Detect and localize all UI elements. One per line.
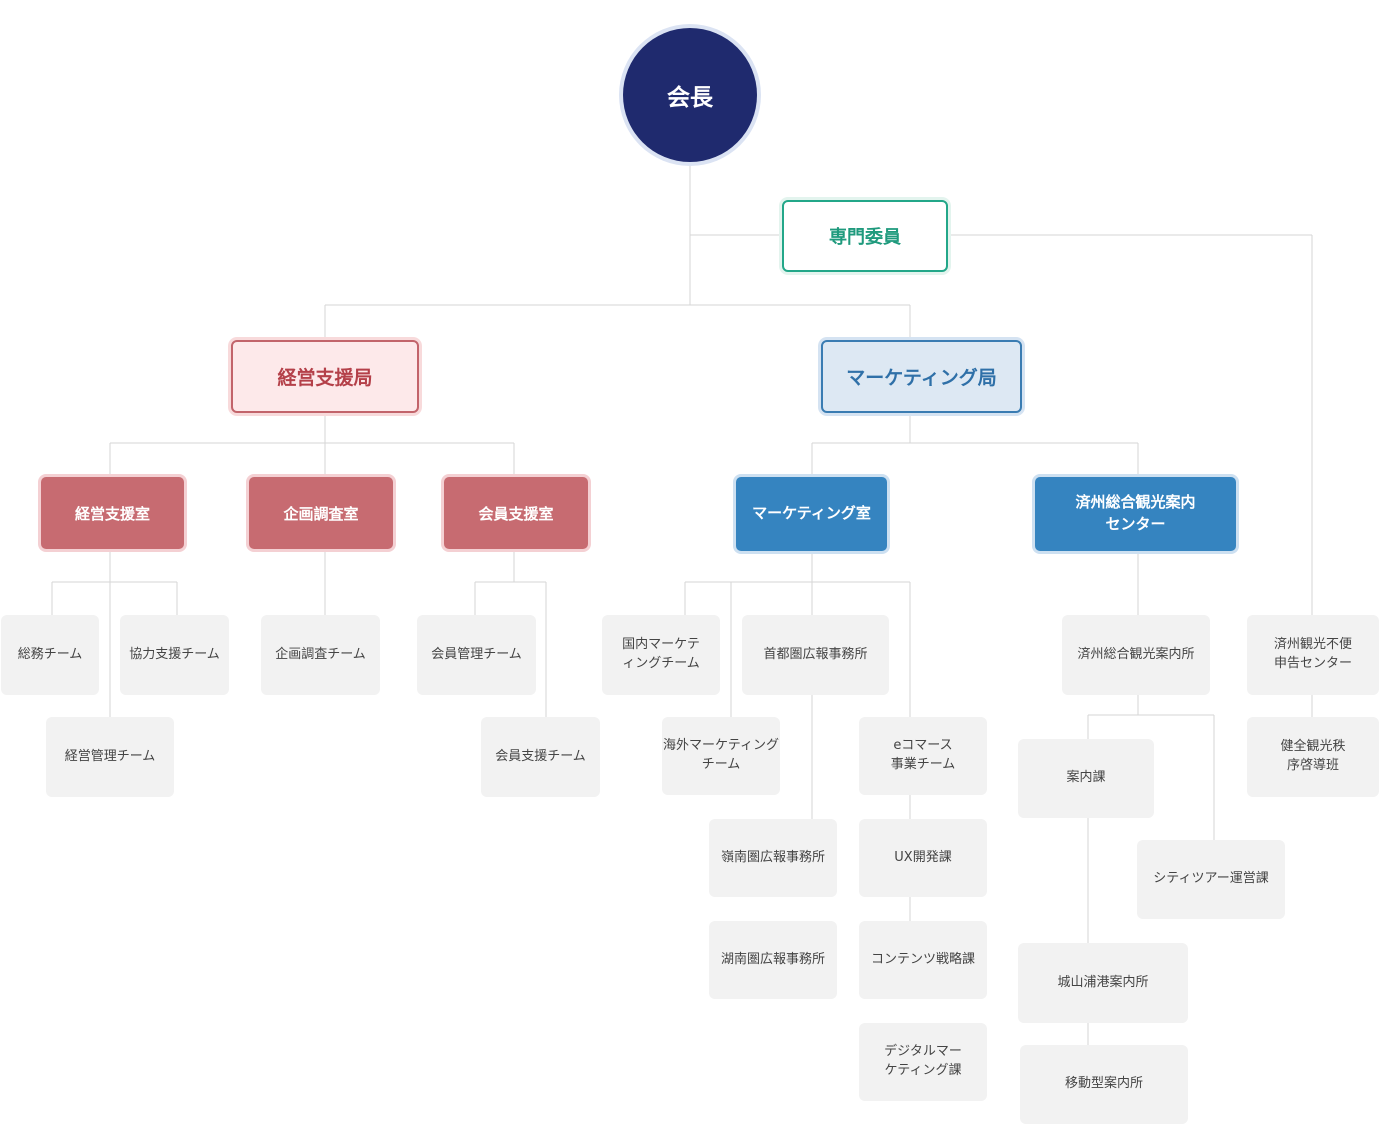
team-honam-pr-office: 湖南圏広報事務所	[709, 921, 837, 999]
team-complaint-center: 済州観光不便 申告センター	[1247, 615, 1379, 695]
management-support-office-node: 経営支援室	[41, 477, 184, 549]
team-seongsan-port-office: 城山浦港案内所	[1018, 943, 1188, 1023]
team-overseas-marketing: 海外マーケティング チーム	[662, 717, 780, 795]
team-jeju-info-office: 済州総合観光案内所	[1062, 615, 1210, 695]
team-tourism-order: 健全観光秩 序啓導班	[1247, 717, 1379, 797]
team-member-management: 会員管理チーム	[417, 615, 536, 695]
team-domestic-marketing: 国内マーケテ ィングチーム	[602, 615, 720, 695]
management-bureau-node: 経営支援局	[231, 340, 419, 413]
team-ux: UX開発課	[859, 819, 987, 897]
team-digital-marketing: デジタルマー ケティング課	[859, 1023, 987, 1101]
team-content-strategy: コンテンツ戦略課	[859, 921, 987, 999]
committee-node: 専門委員	[782, 200, 948, 272]
team-management: 経営管理チーム	[46, 717, 174, 797]
marketing-office-node: マーケティング室	[736, 477, 887, 551]
team-general-affairs: 総務チーム	[1, 615, 99, 695]
team-ecommerce: eコマース 事業チーム	[859, 717, 987, 795]
team-yeongnam-pr-office: 嶺南圏広報事務所	[709, 819, 837, 897]
team-mobile-info-office: 移動型案内所	[1020, 1045, 1188, 1124]
team-planning-research: 企画調査チーム	[261, 615, 380, 695]
team-guide-division: 案内課	[1018, 739, 1154, 818]
planning-office-node: 企画調査室	[249, 477, 393, 549]
team-cooperation: 協力支援チーム	[120, 615, 229, 695]
member-support-office-node: 会員支援室	[444, 477, 588, 549]
team-member-support: 会員支援チーム	[481, 717, 600, 797]
jeju-center-node: 済州総合観光案内 センター	[1035, 477, 1236, 551]
team-city-tour: シティツアー運営課	[1137, 840, 1285, 919]
chairman-node: 会長	[623, 28, 757, 162]
team-capital-pr-office: 首都圏広報事務所	[742, 615, 889, 695]
marketing-bureau-node: マーケティング局	[821, 340, 1022, 413]
